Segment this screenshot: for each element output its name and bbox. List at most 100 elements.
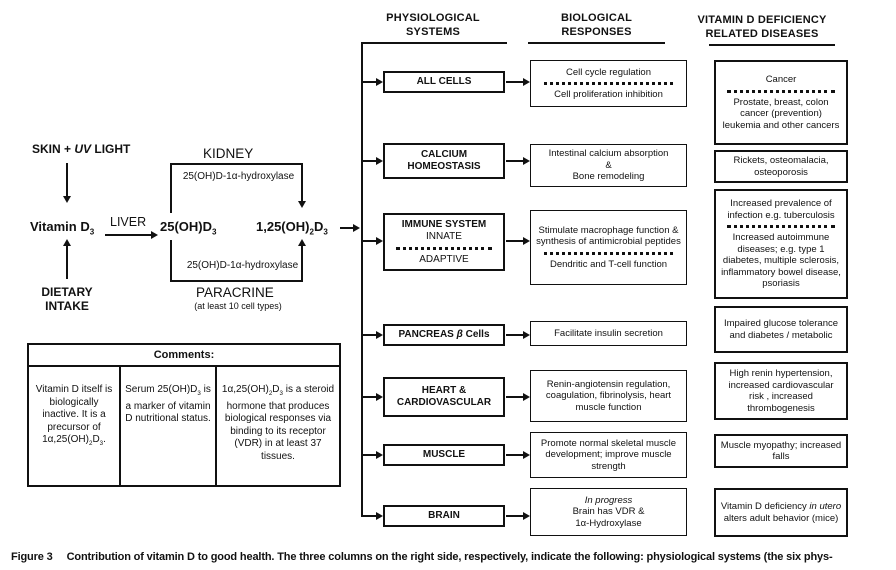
disease-text: Increased autoimmune diseases; e.g. type… bbox=[721, 232, 841, 290]
comments-title: Comments: bbox=[29, 345, 339, 367]
system-box-brain: BRAIN bbox=[383, 505, 505, 527]
dotted-divider bbox=[727, 225, 835, 229]
response-text: Cell cycle regulation bbox=[565, 66, 651, 78]
system-label: MUSCLE bbox=[422, 449, 466, 460]
disease-text: Vitamin D deficiency in utero alters adu… bbox=[720, 501, 842, 524]
response-text: Facilitate insulin secretion bbox=[554, 327, 663, 339]
kidney-bracket-top-line bbox=[170, 163, 303, 165]
comments-col-2: Serum 25(OH)D3 is a marker of vitamin D … bbox=[121, 367, 217, 487]
disease-box-infection-autoimmune: Increased prevalence of infection e.g. t… bbox=[714, 189, 848, 299]
disease-text: Rickets, osteomalacia, osteoporosis bbox=[733, 155, 829, 178]
disease-text: Increased prevalence of infection e.g. t… bbox=[727, 198, 835, 221]
dotted-divider bbox=[395, 246, 493, 250]
comments-box: Comments: Vitamin D itself is biological… bbox=[27, 343, 341, 487]
disease-box-hypertension: High renin hypertension, increased cardi… bbox=[714, 362, 848, 420]
25ohd3-label: 25(OH)D3 bbox=[160, 219, 217, 237]
branch-arrow-immune bbox=[362, 237, 383, 245]
disease-text: Prostate, breast, colon cancer (preventi… bbox=[722, 96, 840, 131]
response-box-muscle: Promote normal skeletal muscle developme… bbox=[530, 432, 687, 478]
disease-box-glucose: Impaired glucose tolerance and diabetes … bbox=[714, 306, 848, 353]
skin-to-vitamin-arrow bbox=[63, 163, 71, 203]
paracrine-note: (at least 10 cell types) bbox=[194, 301, 282, 311]
arrow-heart-response bbox=[506, 393, 530, 401]
branch-arrow-pancreas bbox=[362, 331, 383, 339]
arrow-muscle-response bbox=[506, 451, 530, 459]
system-box-pancreas: PANCREAS β Cells bbox=[383, 324, 505, 346]
kidney-bracket-down-arrow bbox=[298, 163, 306, 208]
arrow-all-cells-response bbox=[506, 78, 530, 86]
diseases-header-underline bbox=[709, 44, 835, 46]
response-text: Intestinal calcium absorption&Bone remod… bbox=[548, 148, 669, 183]
disease-text: Cancer bbox=[765, 74, 797, 85]
response-text: Cell proliferation inhibition bbox=[554, 89, 663, 100]
system-label: IMMUNE SYSTEM bbox=[401, 218, 487, 230]
disease-box-rickets: Rickets, osteomalacia, osteoporosis bbox=[714, 150, 848, 183]
kidney-label: KIDNEY bbox=[203, 146, 254, 161]
response-text: Promote normal skeletal muscle developme… bbox=[540, 437, 677, 472]
liver-conversion-arrow bbox=[105, 231, 158, 239]
system-box-muscle: MUSCLE bbox=[383, 444, 505, 466]
disease-box-behavior: Vitamin D deficiency in utero alters adu… bbox=[714, 488, 848, 537]
comments-col-1: Vitamin D itself is biologically inactiv… bbox=[29, 367, 121, 487]
arrow-immune-response bbox=[506, 237, 530, 245]
branch-arrow-muscle bbox=[362, 451, 383, 459]
branch-arrow-brain bbox=[362, 512, 383, 520]
system-sublabel-innate: INNATE bbox=[426, 230, 462, 242]
figure-caption: Figure 3 Contribution of vitamin D to goo… bbox=[11, 551, 891, 563]
systems-header-underline bbox=[361, 42, 507, 44]
dietary-to-vitamin-arrow bbox=[63, 239, 71, 279]
disease-text: Muscle myopathy; increased falls bbox=[720, 439, 842, 463]
arrow-brain-response bbox=[506, 512, 530, 520]
hormone-to-spine-arrow bbox=[340, 224, 360, 232]
branch-arrow-all-cells bbox=[362, 78, 383, 86]
system-label: BRAIN bbox=[428, 510, 460, 521]
system-box-immune: IMMUNE SYSTEM INNATE ADAPTIVE bbox=[383, 213, 505, 271]
comments-col-3: 1α,25(OH)2D3 is a steroid hormone that p… bbox=[221, 384, 335, 462]
dotted-divider bbox=[543, 82, 674, 85]
kidney-bracket-left-line bbox=[170, 163, 172, 213]
figure-caption-text: Contribution of vitamin D to good health… bbox=[66, 551, 833, 563]
liver-label: LIVER bbox=[110, 215, 147, 229]
response-box-immune: Stimulate macrophage function & synthesi… bbox=[530, 210, 687, 285]
disease-text: Impaired glucose tolerance and diabetes … bbox=[723, 318, 839, 341]
system-label: HEART &CARDIOVASCULAR bbox=[396, 385, 492, 408]
dotted-divider bbox=[543, 251, 674, 255]
branch-arrow-heart bbox=[362, 393, 383, 401]
dotted-divider bbox=[727, 89, 835, 93]
skin-uv-light-label: SKIN + UV LIGHT bbox=[32, 142, 131, 156]
figure-caption-label: Figure 3 bbox=[11, 551, 53, 563]
response-text: Dendritic and T-cell function bbox=[549, 258, 668, 270]
paracrine-label: PARACRINE bbox=[196, 285, 274, 300]
response-text: Renin-angiotensin regulation, coagulatio… bbox=[545, 378, 672, 413]
disease-box-myopathy: Muscle myopathy; increased falls bbox=[714, 434, 848, 468]
system-box-heart: HEART &CARDIOVASCULAR bbox=[383, 377, 505, 417]
paracrine-bracket-bottom-line bbox=[170, 280, 303, 282]
response-box-calcium: Intestinal calcium absorption&Bone remod… bbox=[530, 144, 687, 187]
system-sublabel-adaptive: ADAPTIVE bbox=[419, 253, 469, 265]
response-text: Stimulate macrophage function & synthesi… bbox=[536, 224, 681, 248]
response-box-all-cells: Cell cycle regulation Cell proliferation… bbox=[530, 60, 687, 107]
disease-box-cancer: Cancer Prostate, breast, colon cancer (p… bbox=[714, 60, 848, 145]
paracrine-bracket-up-arrow bbox=[298, 239, 306, 281]
branch-arrow-calcium bbox=[362, 157, 383, 165]
arrow-calcium-response bbox=[506, 157, 530, 165]
kidney-enzyme-label: 25(OH)D-1α-hydroxylase bbox=[182, 171, 295, 182]
responses-header-underline bbox=[528, 42, 665, 44]
response-box-pancreas: Facilitate insulin secretion bbox=[530, 321, 687, 346]
spine-line bbox=[361, 43, 363, 517]
1-25ohd3-label: 1,25(OH)2D3 bbox=[256, 219, 328, 237]
paracrine-bracket-left-line bbox=[170, 240, 172, 281]
system-label: ALL CELLS bbox=[416, 76, 472, 87]
vitamin-d3-label: Vitamin D3 bbox=[30, 219, 95, 237]
system-box-all-cells: ALL CELLS bbox=[383, 71, 505, 93]
paracrine-enzyme-label: 25(OH)D-1α-hydroxylase bbox=[186, 260, 299, 271]
